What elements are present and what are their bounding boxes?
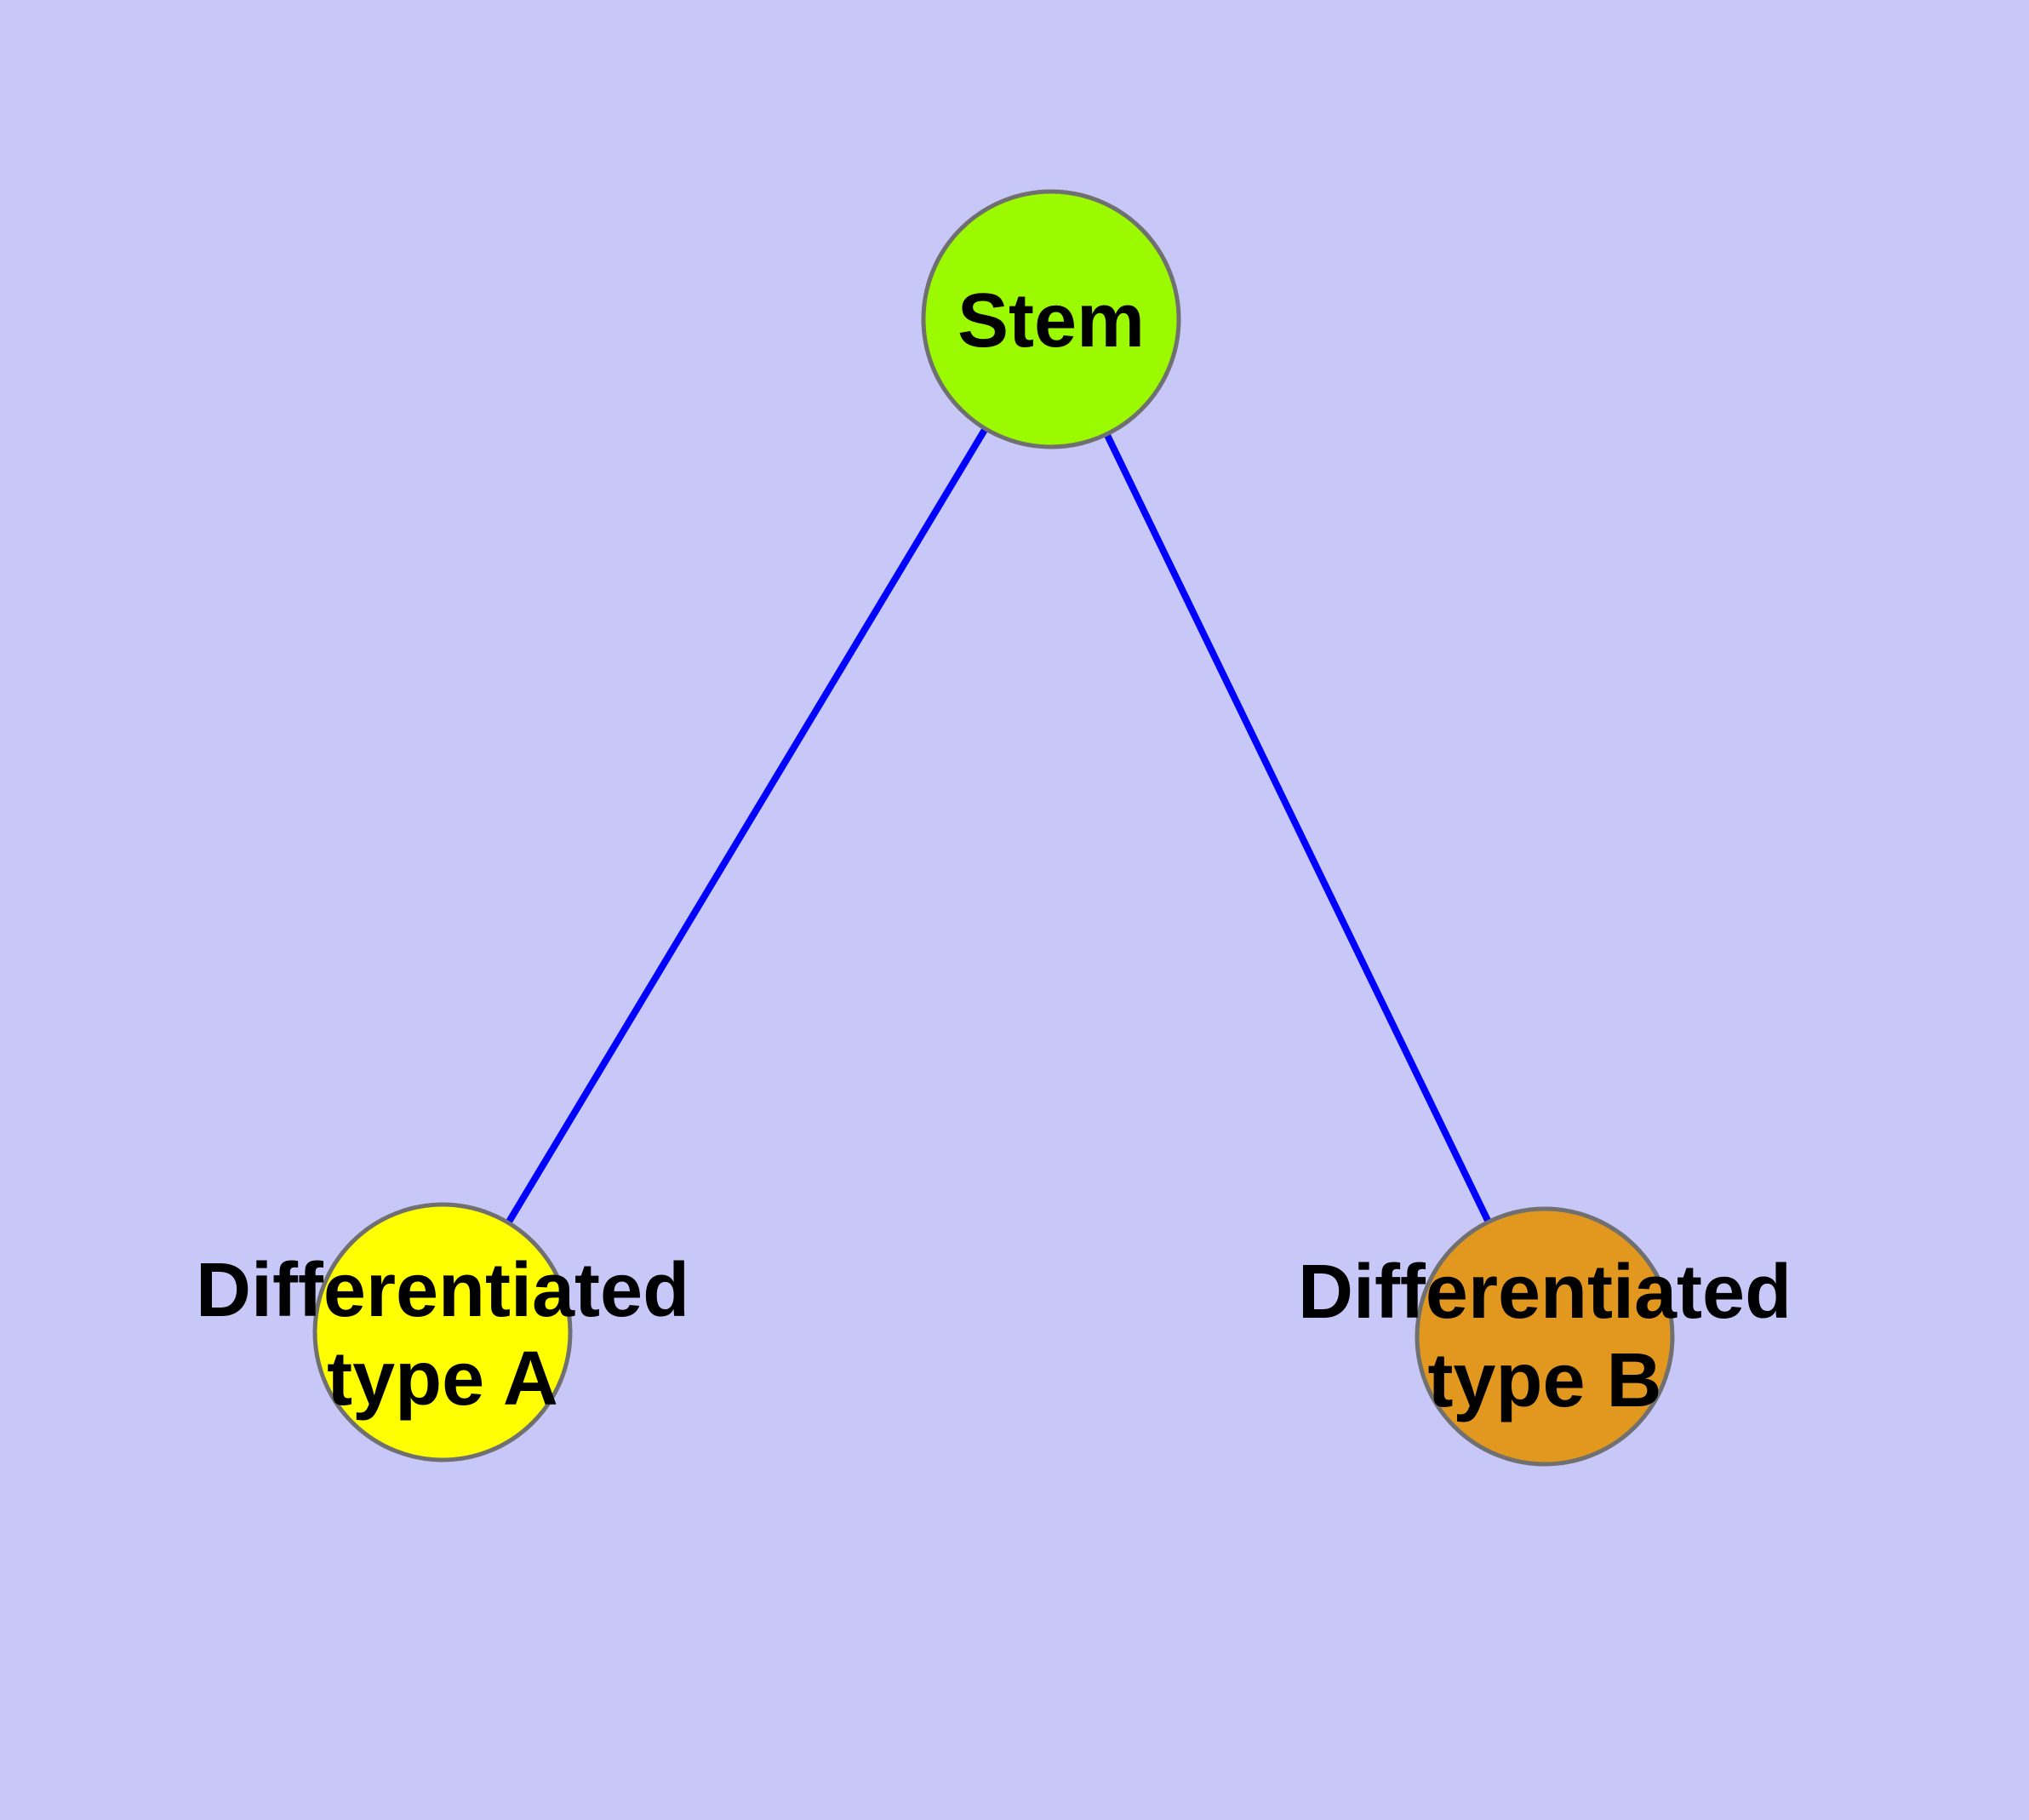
node-type-a-circle [312, 1202, 573, 1462]
edge-stem-to-type-b [1048, 318, 1548, 1340]
edge-stem-to-type-a [439, 317, 1055, 1335]
node-type-b-circle [1415, 1206, 1675, 1467]
node-stem-circle [921, 189, 1181, 449]
